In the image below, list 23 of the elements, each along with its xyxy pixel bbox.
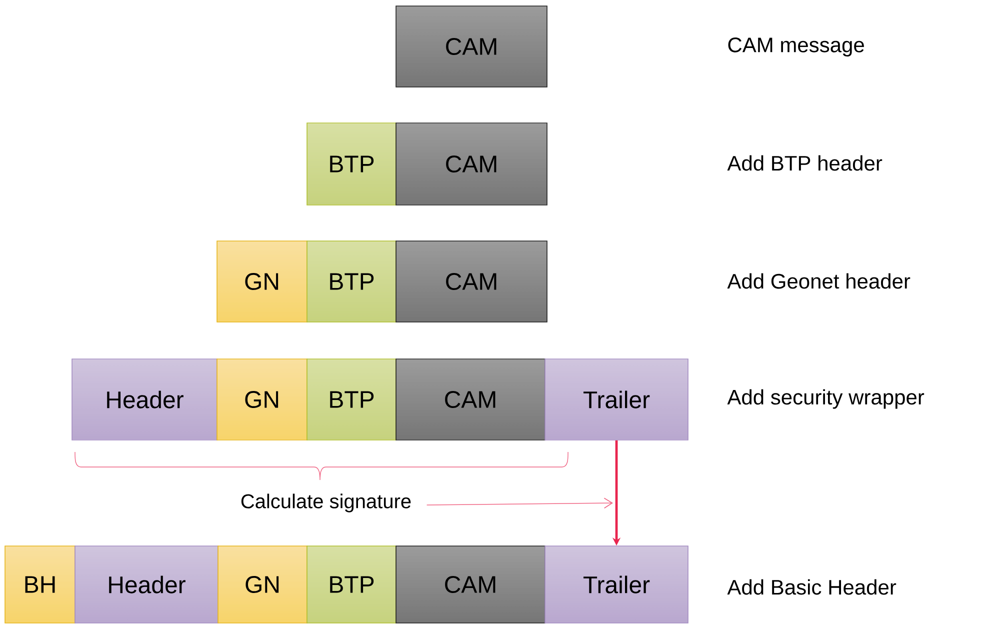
gn-block: GN [216,240,308,322]
cam-block: CAM [396,240,548,322]
step-label: Add Basic Header [727,579,896,595]
cam-block: CAM [396,358,546,440]
btp-block: BTP [306,122,396,206]
step-label: Add security wrapper [727,389,924,409]
gn-block: GN [216,358,308,440]
step-label: Add BTP header [727,155,882,171]
btp-block: BTP [306,546,396,624]
cam-block: CAM [396,546,546,624]
gn-block: BH [4,546,76,624]
step-label: Add Geonet header [727,273,910,289]
btp-block: BTP [306,358,396,440]
cam-block: CAM [396,6,548,88]
arrow [426,498,613,508]
header-block: Trailer [544,358,688,440]
btp-block: BTP [306,240,396,322]
annotation-text: Calculate signature [241,494,411,512]
header-block: Header [72,358,218,440]
step-label: CAM message [728,38,864,57]
cam-block: CAM [396,122,548,206]
gn-block: GN [218,546,308,624]
header-block: Trailer [544,546,688,624]
